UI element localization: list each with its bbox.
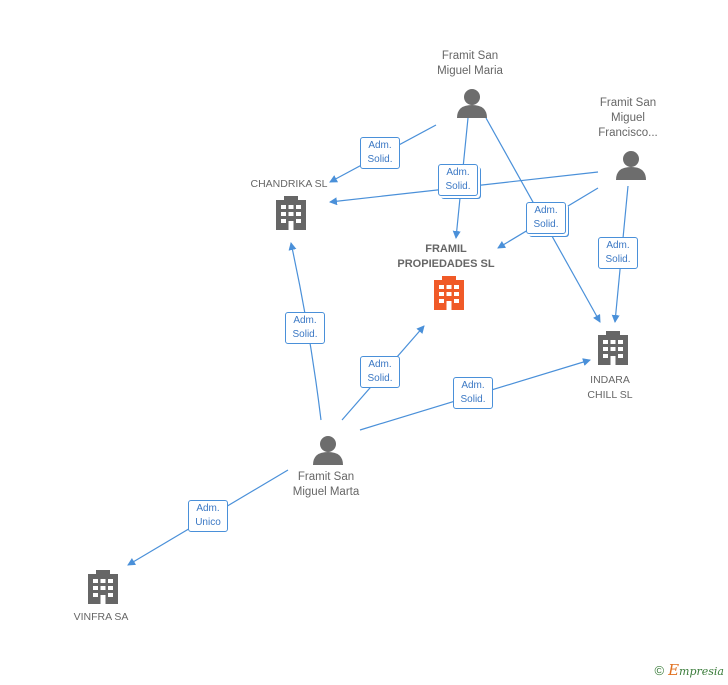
building-icon-vinfra[interactable] bbox=[88, 570, 118, 604]
role-badge-francisco-indara[interactable]: Adm. Solid. bbox=[598, 237, 638, 269]
node-label-framil[interactable]: FRAMIL PROPIEDADES SL bbox=[397, 243, 495, 270]
node-label-marta[interactable]: Framit San Miguel Marta bbox=[292, 471, 360, 498]
node-label-francisco[interactable]: Framit San Miguel Francisco... bbox=[598, 97, 658, 139]
role-badge-marta-indara[interactable]: Adm. Solid. bbox=[453, 377, 493, 409]
person-icon-marta[interactable] bbox=[313, 436, 343, 465]
building-icon-framil[interactable] bbox=[434, 276, 464, 310]
brand-footer: ©Empresia bbox=[654, 661, 724, 679]
brand-name: mpresia bbox=[679, 665, 724, 678]
role-badge-marta-framil[interactable]: Adm. Solid. bbox=[360, 356, 400, 388]
copyright-icon: © bbox=[654, 663, 665, 678]
building-icon-indara[interactable] bbox=[598, 331, 628, 365]
role-badge-maria-framil[interactable]: Adm. Solid. bbox=[438, 164, 478, 196]
role-badge-marta-vinfra[interactable]: Adm. Unico bbox=[188, 500, 228, 532]
person-icon-maria[interactable] bbox=[457, 89, 487, 118]
brand-initial: E bbox=[668, 661, 680, 679]
person-icon-francisco[interactable] bbox=[616, 151, 646, 180]
node-label-chandrika[interactable]: CHANDRIKA SL bbox=[250, 178, 328, 190]
node-label-maria[interactable]: Framit San Miguel Maria bbox=[437, 50, 503, 77]
role-badge-marta-chandrika[interactable]: Adm. Solid. bbox=[285, 312, 325, 344]
node-label-vinfra[interactable]: VINFRA SA bbox=[73, 611, 129, 623]
role-badge-maria-chandrika[interactable]: Adm. Solid. bbox=[360, 137, 400, 169]
role-badge-francisco-framil[interactable]: Adm. Solid. bbox=[526, 202, 566, 234]
building-icon-chandrika[interactable] bbox=[276, 196, 306, 230]
node-label-indara[interactable]: INDARA CHILL SL bbox=[587, 374, 633, 401]
